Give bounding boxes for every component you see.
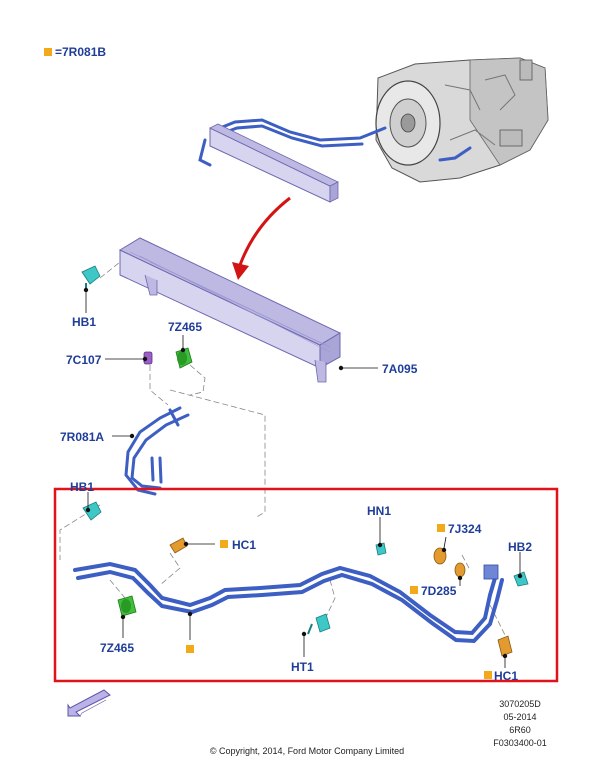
bolt-hb2 <box>513 571 529 587</box>
lower-cooler-lines <box>73 561 504 644</box>
bolt-ht1 <box>307 613 331 635</box>
clip-7z465-bottom <box>117 595 137 617</box>
upper-cooler <box>209 123 339 203</box>
callout-ht1: HT1 <box>291 660 314 674</box>
copyright: © Copyright, 2014, Ford Motor Company Li… <box>209 746 405 756</box>
callout-7d285: 7D285 <box>421 584 457 598</box>
transmission <box>375 57 549 183</box>
front-direction-arrow-icon <box>67 689 111 717</box>
fitting-7j324 <box>433 547 447 565</box>
callout-7a095: 7A095 <box>382 362 418 376</box>
part-7r081b-markers <box>186 524 492 679</box>
legend: =7R081B <box>44 45 106 59</box>
callout-hn1: HN1 <box>367 504 392 518</box>
oil-cooler-7a095 <box>118 237 342 383</box>
clip-hc1-left <box>169 537 188 554</box>
meta-line-1: 3070205D <box>499 699 541 709</box>
assembly-leader-lines <box>59 261 506 636</box>
callout-7z465-bottom: 7Z465 <box>100 641 135 655</box>
callout-hc1-left: HC1 <box>232 538 257 552</box>
fitting-7d285 <box>454 562 466 578</box>
connector-end <box>483 564 499 580</box>
meta-line-2: 05-2014 <box>503 712 537 722</box>
legend-text: =7R081B <box>55 45 107 59</box>
highlight-box <box>53 487 559 683</box>
callout-hc1-bottom: HC1 <box>494 669 519 683</box>
callout-7r081a: 7R081A <box>60 430 105 444</box>
hb1-mid-bolt <box>82 501 102 521</box>
meta-line-4: F0303400-01 <box>493 738 547 748</box>
middle-cooler-lines <box>124 406 190 496</box>
callout-7z465-top: 7Z465 <box>168 320 203 334</box>
callout-hb1-mid: HB1 <box>70 480 95 494</box>
callout-7c107: 7C107 <box>66 353 102 367</box>
callout-hb2: HB2 <box>508 540 533 554</box>
callout-hb1-top: HB1 <box>72 315 97 329</box>
document-meta: 3070205D 05-2014 6R60 F0303400-01 <box>470 698 570 750</box>
meta-line-3: 6R60 <box>509 725 531 735</box>
legend-marker-icon <box>44 48 52 56</box>
callout-leaders <box>83 287 523 668</box>
callout-7j324: 7J324 <box>448 522 482 536</box>
clip-hc1-bottom <box>497 635 513 657</box>
hb1-top-bolt <box>81 265 101 292</box>
upper-cooler-lines <box>198 118 472 167</box>
red-pointer-arrow <box>232 196 291 280</box>
